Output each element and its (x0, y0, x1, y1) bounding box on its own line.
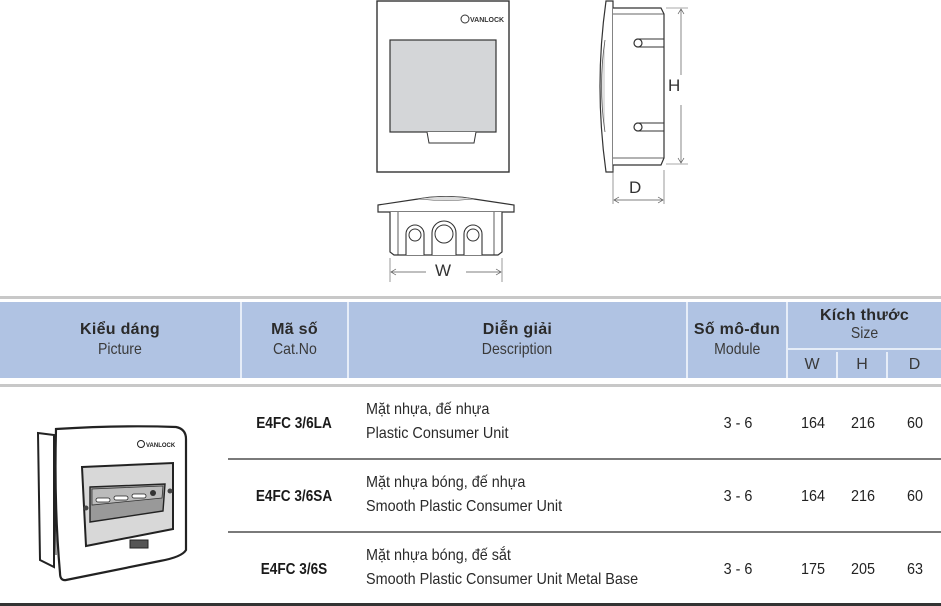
header-size-d: D (908, 356, 921, 373)
header-picture-vi: Kiểu dáng (79, 321, 161, 338)
row-desc-en: Plastic Consumer Unit (366, 425, 509, 442)
header-size: Kích thước Size W H D (788, 302, 941, 378)
dimension-h-label: H (668, 76, 681, 95)
row-divider (228, 458, 941, 460)
header-size-title: Kích thước Size (788, 302, 941, 350)
row-size-h: 216 (850, 488, 876, 505)
header-cat-no-en: Cat.No (272, 341, 317, 358)
header-rule-bottom (0, 384, 941, 387)
header-description: Diễn giải Description (349, 302, 688, 378)
row-desc-en: Smooth Plastic Consumer Unit (366, 498, 563, 515)
table-bottom-rule (0, 603, 941, 606)
row-desc-vi: Mặt nhựa bóng, đế nhựa (366, 474, 526, 491)
header-size-w: W (788, 352, 838, 378)
header-description-vi: Diễn giải (482, 321, 553, 338)
row-desc-vi: Mặt nhựa, đế nhựa (366, 401, 490, 418)
row-cat-no: E4FC 3/6LA (256, 415, 332, 432)
row-module: 3 - 6 (723, 415, 753, 432)
header-picture-en: Picture (98, 341, 142, 358)
header-cat-no-vi: Mã số (271, 321, 318, 338)
row-desc-en: Smooth Plastic Consumer Unit Metal Base (366, 571, 639, 588)
row-size-d: 60 (906, 488, 924, 505)
row-description: Mặt nhựa, đế nhựa Plastic Consumer Unit (366, 398, 508, 446)
row-size-w: 164 (800, 415, 826, 432)
row-description: Mặt nhựa bóng, đế sắt Smooth Plastic Con… (366, 544, 638, 592)
header-description-en: Description (482, 341, 553, 358)
svg-text:VANLOCK: VANLOCK (146, 443, 176, 449)
header-module-vi: Số mô-đun (693, 321, 781, 338)
row-cat-no: E4FC 3/6S (260, 561, 328, 578)
header-module-en: Module (713, 341, 761, 358)
header-cat-no: Mã số Cat.No (242, 302, 349, 378)
row-size-h: 205 (850, 561, 876, 578)
row-desc-vi: Mặt nhựa bóng, đế sắt (366, 547, 511, 564)
technical-drawings: VANLOCK H D (0, 0, 941, 290)
header-size-h: H (838, 352, 888, 378)
header-picture: Kiểu dáng Picture (0, 302, 242, 378)
row-description: Mặt nhựa bóng, đế nhựa Smooth Plastic Co… (366, 471, 562, 519)
header-size-en: Size (850, 325, 879, 342)
svg-text:VANLOCK: VANLOCK (470, 17, 504, 24)
dimension-d-label: D (629, 178, 642, 197)
row-divider (228, 531, 941, 533)
header-rule-top (0, 296, 941, 299)
row-size-w: 175 (800, 561, 826, 578)
row-module: 3 - 6 (723, 561, 753, 578)
row-cat-no: E4FC 3/6SA (255, 488, 333, 505)
side-view-drawing (599, 0, 688, 204)
bottom-view-drawing (377, 196, 515, 282)
row-size-h: 216 (850, 415, 876, 432)
row-module: 3 - 6 (723, 488, 753, 505)
consumer-unit-picture: VANLOCK (36, 425, 188, 582)
row-size-d: 60 (906, 415, 924, 432)
header-size-vi: Kích thước (819, 307, 910, 324)
header-module: Số mô-đun Module (688, 302, 788, 378)
table-header: Kiểu dáng Picture Mã số Cat.No Diễn giải… (0, 302, 941, 378)
dimension-w-label: W (435, 261, 452, 280)
row-size-w: 164 (800, 488, 826, 505)
front-view-drawing: VANLOCK (376, 0, 510, 173)
row-size-d: 63 (906, 561, 924, 578)
